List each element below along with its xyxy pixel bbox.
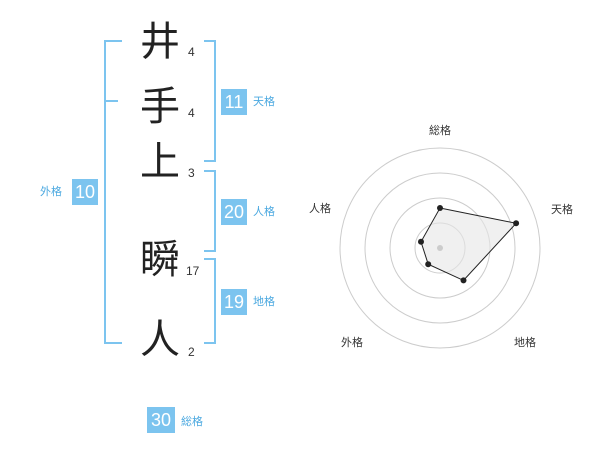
stroke-count-2: 4 (188, 106, 195, 120)
name-char-1: 井 (140, 19, 180, 65)
radar-rings (339, 147, 541, 349)
radar-point-5 (418, 238, 424, 245)
radar-center-dot (437, 245, 443, 251)
radar-chart: 総格 天格 地格 外格 人格 (309, 123, 573, 349)
name-char-3: 上 (140, 139, 180, 185)
radar-axis-label-tenkaku: 天格 (551, 202, 573, 216)
chikaku-label: 地格 (253, 295, 275, 308)
radar-point-4 (425, 261, 432, 268)
radar-points (418, 205, 520, 284)
gaikaku-bracket (104, 40, 122, 344)
jinkaku-value: 20 (221, 199, 247, 225)
radar-point-3 (460, 277, 467, 284)
name-char-2: 手 (140, 84, 180, 130)
radar-axis-label-jinkaku: 人格 (309, 201, 331, 215)
radar-point-1 (437, 205, 443, 211)
radar-axis-label-soukaku: 総格 (429, 123, 451, 137)
radar-point-2 (513, 220, 520, 227)
radar-axis-label-gaikaku: 外格 (341, 335, 363, 349)
stroke-count-1: 4 (188, 45, 195, 59)
stroke-count-3: 3 (188, 166, 195, 180)
name-char-5: 人 (140, 317, 180, 363)
chikaku-bracket (204, 258, 216, 344)
jinkaku-label: 人格 (253, 205, 275, 218)
radar-ring-3 (364, 172, 516, 324)
tenkaku-value: 11 (221, 89, 247, 115)
tenkaku-label: 天格 (253, 95, 275, 108)
stroke-count-4: 17 (186, 264, 200, 278)
gaikaku-bracket-tick-1 (104, 100, 118, 102)
soukaku-label: 総格 (181, 415, 203, 428)
radar-data-polygon (420, 207, 518, 282)
soukaku-value: 30 (147, 407, 175, 433)
stroke-count-5: 2 (188, 345, 195, 359)
tenkaku-bracket (204, 40, 216, 162)
radar-ring-4 (339, 147, 541, 349)
radar-axis-label-chikaku: 地格 (514, 335, 536, 349)
gaikaku-value: 10 (72, 179, 98, 205)
jinkaku-bracket (204, 170, 216, 252)
name-char-4: 瞬 (140, 237, 180, 283)
chikaku-value: 19 (221, 289, 247, 315)
gaikaku-label: 外格 (40, 185, 62, 198)
